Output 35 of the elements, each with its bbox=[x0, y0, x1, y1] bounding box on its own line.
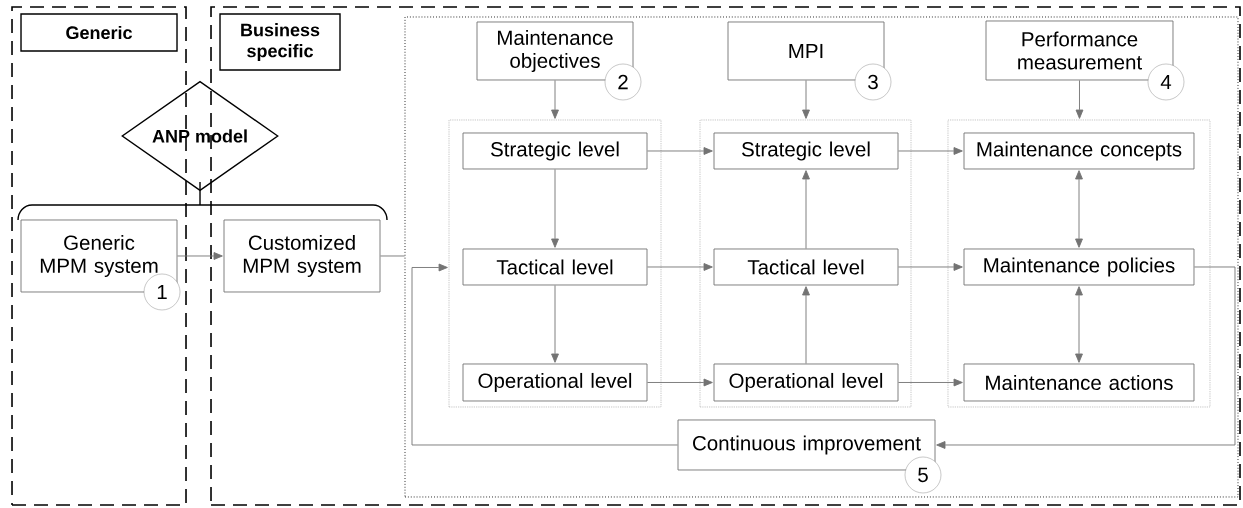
arrow bbox=[802, 80, 810, 119]
arrow bbox=[1075, 80, 1084, 119]
group-box bbox=[947, 119, 1211, 408]
callout-number: 1 bbox=[143, 273, 181, 311]
process-box: Tactical level bbox=[462, 248, 648, 286]
process-box: Customized MPM system bbox=[223, 219, 381, 293]
lane-heading: Business specific bbox=[219, 13, 341, 71]
dotted-frame bbox=[404, 16, 1239, 498]
arrow bbox=[1075, 170, 1083, 248]
arrow bbox=[936, 266, 1236, 449]
arrow bbox=[898, 263, 963, 271]
arrow bbox=[898, 147, 963, 155]
arrow bbox=[551, 169, 559, 248]
process-box: Maintenance actions bbox=[963, 363, 1195, 402]
process-box: Maintenance policies bbox=[963, 248, 1195, 286]
arrow bbox=[1075, 286, 1083, 363]
arrow bbox=[802, 170, 810, 249]
arrow bbox=[647, 378, 713, 387]
group-box bbox=[448, 119, 662, 408]
arrow bbox=[802, 286, 810, 364]
process-box: Maintenance concepts bbox=[963, 132, 1195, 170]
arrow bbox=[411, 263, 678, 446]
arrow bbox=[647, 263, 713, 271]
process-box: Operational level bbox=[462, 363, 648, 402]
process-box: Strategic level bbox=[462, 132, 648, 170]
process-box: Tactical level bbox=[713, 248, 899, 286]
process-box: Operational level bbox=[713, 363, 899, 402]
process-box: Strategic level bbox=[713, 132, 899, 170]
arrow bbox=[551, 285, 559, 363]
arrow bbox=[177, 252, 223, 260]
arrow bbox=[898, 378, 963, 387]
lane-heading: Generic bbox=[20, 13, 178, 52]
group-box bbox=[699, 119, 912, 408]
arrow bbox=[551, 80, 559, 119]
arrow bbox=[647, 147, 713, 155]
